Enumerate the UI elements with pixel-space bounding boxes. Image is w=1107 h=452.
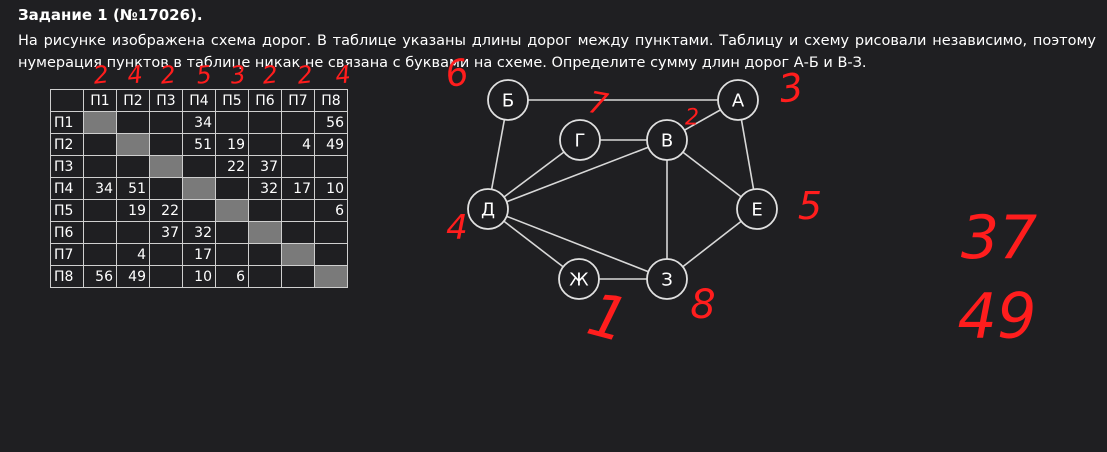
table-diagonal-cell xyxy=(281,243,315,266)
handwritten-node-mark: 6 xyxy=(442,52,472,96)
node-circle xyxy=(559,119,601,161)
table-column-header: П1 xyxy=(83,89,117,112)
road-nodes: Б А Г В Д Е Ж З xyxy=(467,79,778,300)
road-edge xyxy=(487,208,668,280)
handwritten-column-mark: 4 xyxy=(334,60,352,89)
handwritten-node-mark: 5 xyxy=(798,184,822,228)
table-cell: 22 xyxy=(149,199,183,222)
node-circle xyxy=(558,258,600,300)
table-diagonal-cell xyxy=(182,177,216,200)
node-circle xyxy=(467,188,509,230)
graph-node: З xyxy=(646,258,688,300)
node-label: Ж xyxy=(569,270,589,291)
table-row-header: П4 xyxy=(50,177,84,200)
handwritten-column-mark: 3 xyxy=(229,60,247,89)
node-label: Е xyxy=(751,200,762,221)
table-diagonal-cell xyxy=(149,155,183,178)
task-text: На рисунке изображена схема дорог. В таб… xyxy=(18,33,1096,71)
table-column-header: П8 xyxy=(314,89,348,112)
table-cell: 56 xyxy=(314,111,348,134)
node-circle xyxy=(717,79,759,121)
table-row-header: П7 xyxy=(50,243,84,266)
graph-node: Б xyxy=(487,79,529,121)
node-label: З xyxy=(661,270,673,291)
graph-node: В xyxy=(646,119,688,161)
graph-node: Г xyxy=(559,119,601,161)
table-cell: 19 xyxy=(215,133,249,156)
node-label: Д xyxy=(481,200,495,221)
road-edge xyxy=(487,139,668,210)
handwritten-node-mark: 2 xyxy=(685,106,699,131)
handwritten-answer: 37 xyxy=(961,203,1037,273)
table-column-header: П5 xyxy=(215,89,249,112)
node-label: Г xyxy=(575,131,586,152)
graph-node: Е xyxy=(736,188,778,230)
handwritten-column-mark: 2 xyxy=(159,60,177,89)
handwritten-node-mark: 7 xyxy=(586,85,611,123)
node-circle xyxy=(736,188,778,230)
graph-node: Д xyxy=(467,188,509,230)
handwritten-column-mark: 4 xyxy=(126,60,144,89)
table-cell: 17 xyxy=(281,177,315,200)
handwritten-node-mark: 8 xyxy=(690,282,715,328)
task-title: Задание 1 (№17026). xyxy=(18,6,203,24)
node-circle xyxy=(646,258,688,300)
node-circle xyxy=(487,79,529,121)
table-row-header: П2 xyxy=(50,133,84,156)
handwritten-column-mark: 2 xyxy=(296,60,314,89)
handwritten-column-mark: 2 xyxy=(92,60,110,89)
handwritten-node-mark: 4 xyxy=(446,208,468,248)
road-edges xyxy=(487,99,758,280)
graph-node: Ж xyxy=(558,258,600,300)
node-circle xyxy=(646,119,688,161)
table-diagonal-cell xyxy=(248,221,282,244)
handwritten-column-mark: 5 xyxy=(195,60,213,89)
node-label: А xyxy=(732,91,745,112)
table-diagonal-cell xyxy=(314,265,348,288)
handwritten-column-mark: 2 xyxy=(261,60,279,89)
table-cell: 56 xyxy=(83,265,117,288)
graph-node: А xyxy=(717,79,759,121)
table-diagonal-cell xyxy=(215,199,249,222)
handwritten-answer: 49 xyxy=(958,280,1037,353)
handwritten-node-mark: 3 xyxy=(776,65,806,112)
table-cell: 32 xyxy=(182,221,216,244)
node-label: Б xyxy=(502,91,514,112)
node-label: В xyxy=(661,131,673,152)
